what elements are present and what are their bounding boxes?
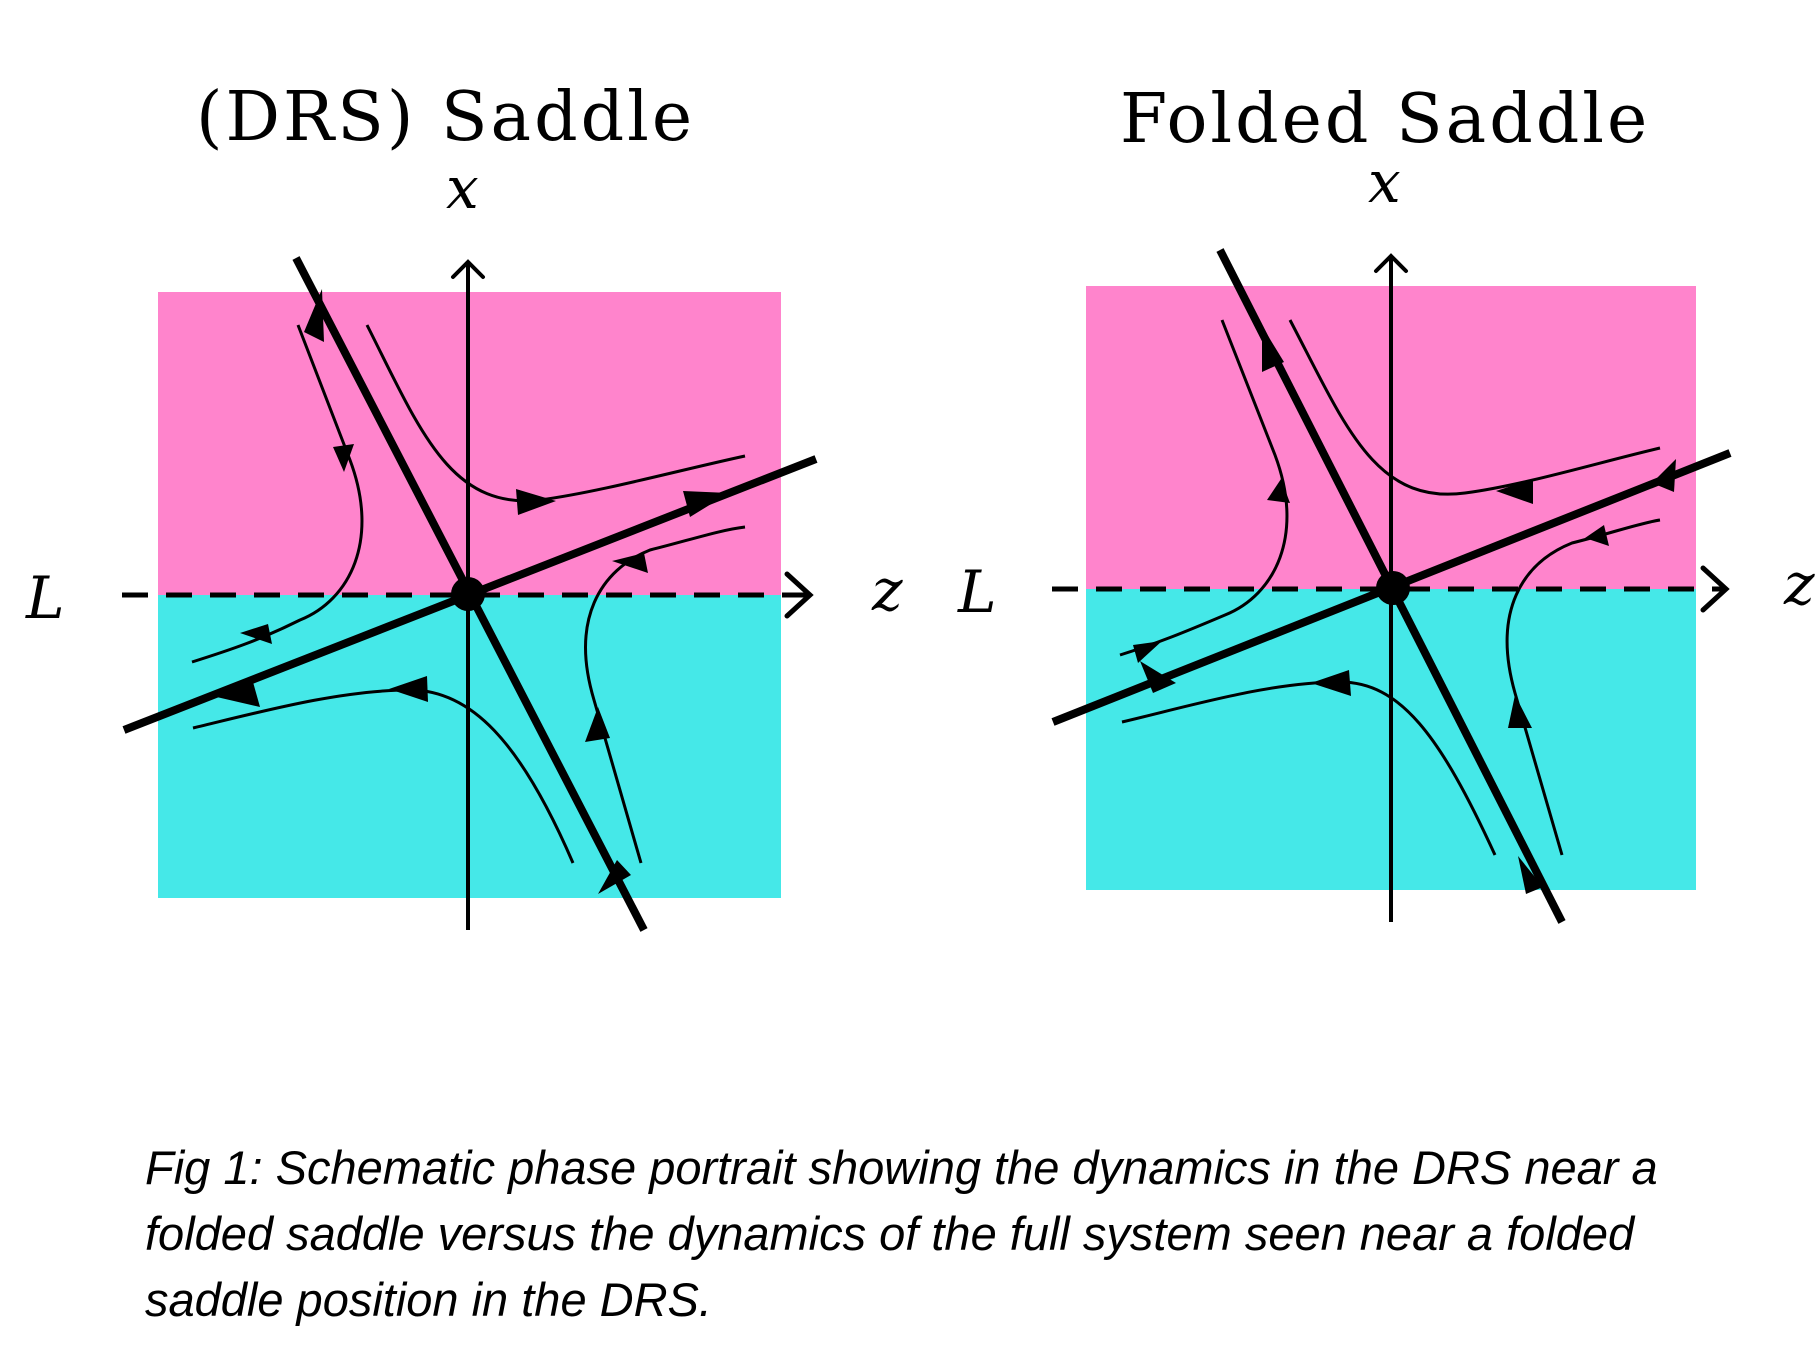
z-axis-arrow-icon bbox=[784, 571, 814, 619]
separatrix-arrow-icon bbox=[598, 860, 631, 894]
flow-arrow-icon bbox=[240, 624, 272, 644]
line-l-label: L bbox=[25, 564, 65, 632]
trajectory bbox=[1288, 319, 1661, 496]
z-axis-arrow-icon bbox=[1700, 565, 1730, 613]
trajectory bbox=[191, 324, 364, 664]
drs-saddle-panel: (DRS) Saddle x L z bbox=[25, 78, 903, 932]
x-axis-arrow-icon bbox=[451, 259, 485, 279]
z-axis-label: z bbox=[1783, 550, 1815, 618]
flow-arrow-icon bbox=[333, 444, 354, 472]
flow-arrow-icon bbox=[516, 489, 556, 515]
folded-saddle-point bbox=[451, 577, 485, 611]
separatrix-arrow-icon bbox=[304, 289, 324, 342]
line-l-label: L bbox=[957, 558, 997, 626]
flow-arrow-icon bbox=[1267, 479, 1290, 503]
x-axis-arrow-icon bbox=[1374, 253, 1408, 273]
panel-title: Folded Saddle bbox=[1120, 80, 1650, 159]
panel-title: (DRS) Saddle bbox=[196, 78, 695, 157]
flow-arrow-icon bbox=[612, 553, 648, 573]
z-axis-label: z bbox=[871, 556, 903, 624]
folded-saddle-point bbox=[1376, 571, 1410, 605]
x-axis-label: x bbox=[1368, 148, 1401, 216]
flow-arrow-icon bbox=[1585, 525, 1609, 546]
folded-saddle-panel: Folded Saddle x L z bbox=[957, 80, 1815, 924]
separatrix-arrow-icon bbox=[1652, 459, 1676, 492]
separatrix-arrow-icon bbox=[683, 491, 729, 517]
separatrix-arrow-icon bbox=[1140, 661, 1176, 693]
x-axis-label: x bbox=[446, 154, 479, 222]
separatrix-arrow-icon bbox=[1262, 326, 1284, 372]
figure-caption: Fig 1: Schematic phase portrait showing … bbox=[145, 1141, 1658, 1326]
flow-arrow-icon bbox=[1508, 695, 1532, 728]
separatrix-arrow-icon bbox=[208, 682, 260, 707]
flow-arrow-icon bbox=[1496, 479, 1533, 504]
flow-arrow-icon bbox=[585, 707, 610, 742]
flow-arrow-icon bbox=[1133, 641, 1162, 663]
flow-arrow-icon bbox=[1311, 670, 1351, 696]
trajectory bbox=[1505, 518, 1661, 856]
flow-arrow-icon bbox=[389, 676, 428, 702]
separatrix-arrow-icon bbox=[1518, 856, 1543, 894]
